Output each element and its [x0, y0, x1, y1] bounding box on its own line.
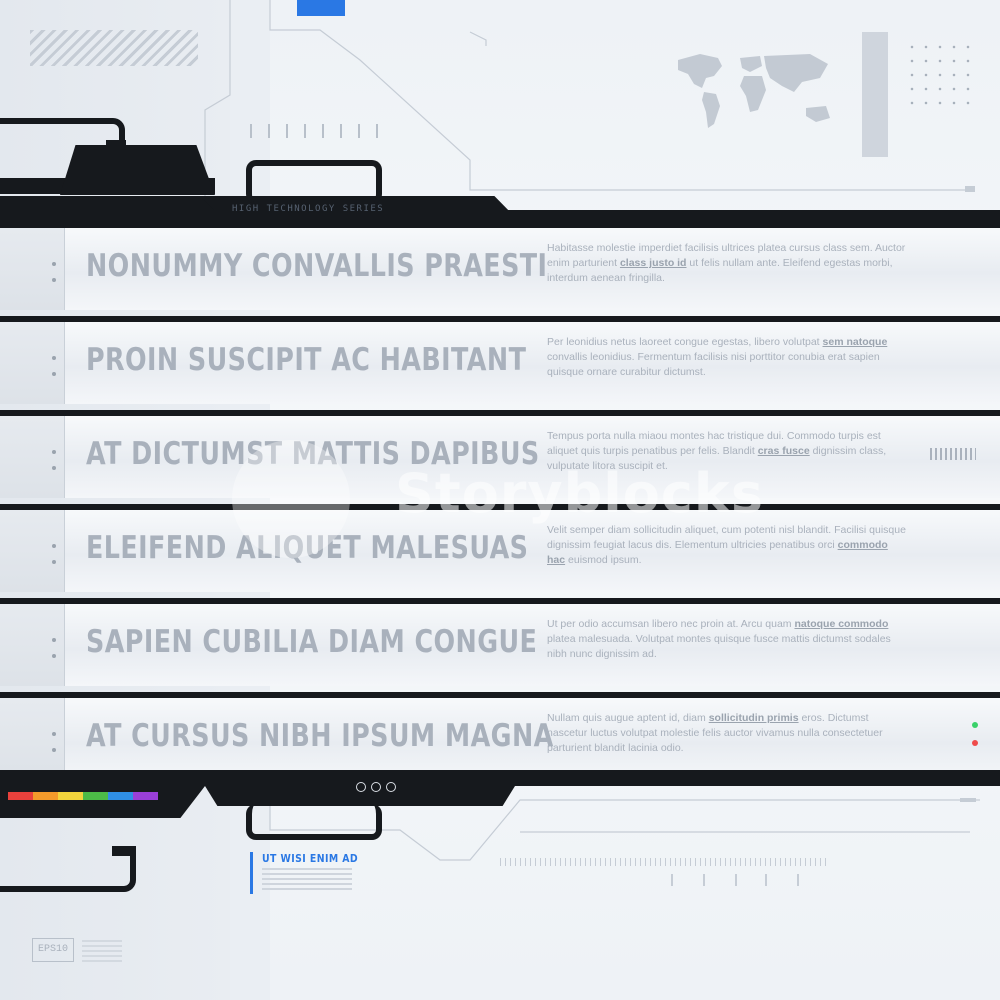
row-left-cap	[0, 604, 65, 686]
footer-text-lines	[262, 868, 352, 892]
row-left-cap	[0, 228, 65, 310]
rainbow-indicator	[8, 792, 158, 800]
description-text: ut felis nullam ante. Eleifend egestas m…	[547, 257, 893, 284]
indicator-ring-icon	[386, 782, 396, 792]
row-description: Ut per odio accumsan libero nec proin at…	[547, 617, 907, 662]
bottom-cable	[0, 846, 136, 892]
description-text: euismod ipsum.	[565, 554, 642, 566]
row-left-cap	[0, 698, 65, 780]
row-title: SAPIEN CUBILIA DIAM CONGUE	[86, 624, 538, 660]
rainbow-segment	[108, 792, 133, 800]
rivet-icon	[52, 654, 56, 658]
description-highlight: sollicitudin primis	[708, 712, 799, 724]
row-description: Per leonidius netus laoreet congue egest…	[547, 335, 907, 380]
description-highlight: natoque commodo	[794, 618, 889, 630]
rivet-icon	[52, 748, 56, 752]
ruler-scale	[500, 858, 830, 866]
cable-plug	[112, 846, 132, 856]
rivet-icon	[52, 450, 56, 454]
rainbow-segment	[33, 792, 58, 800]
row-title: AT CURSUS NIBH IPSUM MAGNA	[86, 718, 554, 754]
row-left-cap	[0, 416, 65, 498]
header-row: ELEIFEND ALIQUET MALESUAS Velit semper di…	[0, 510, 1000, 592]
bottom-handle	[246, 804, 382, 840]
footer-accent-bar	[250, 852, 253, 894]
description-text: eros. Dictumst nascetur luctus volutpat …	[547, 712, 883, 754]
description-text: dignissim class, vulputate litora suscip…	[547, 445, 887, 472]
cable-plug	[106, 140, 126, 150]
rivet-icon	[52, 638, 56, 642]
description-text: Habitasse molestie imperdiet facilisis u…	[547, 242, 906, 269]
watermark-text: Storyblocks	[395, 462, 764, 525]
status-green-dot	[972, 722, 978, 728]
description-text: convallis leonidius. Fermentum facilisis…	[547, 351, 880, 378]
rainbow-segment	[83, 792, 108, 800]
row-description: Nullam quis augue aptent id, diam sollic…	[547, 711, 907, 756]
row-title: ELEIFEND ALIQUET MALESUAS	[86, 530, 529, 566]
storyblocks-logo-icon	[232, 440, 350, 558]
description-highlight: sem natoque	[822, 336, 888, 348]
row-description: Velit semper diam sollicitudin aliquet, …	[547, 523, 907, 568]
bottom-machine-housing	[0, 786, 205, 818]
row-left-cap	[0, 322, 65, 404]
rivet-icon	[52, 466, 56, 470]
description-highlight: cras fusce	[757, 445, 810, 457]
row-title: PROIN SUSCIPIT AC HABITANT	[86, 342, 527, 378]
top-machine-housing	[60, 145, 215, 195]
top-black-rail	[0, 210, 1000, 228]
eps-badge: EPS10	[32, 938, 74, 962]
description-highlight: commodo hac	[547, 539, 888, 566]
top-machine-base	[0, 196, 240, 214]
row-title: NONUMMY CONVALLIS PRAESTI	[86, 248, 548, 284]
dots-grid-decoration	[905, 40, 975, 110]
top-cable	[0, 118, 125, 154]
world-map-icon	[678, 54, 830, 128]
rivet-icon	[52, 544, 56, 548]
axis-markers	[671, 874, 799, 886]
rainbow-segment	[58, 792, 83, 800]
row-description: Tempus porta nulla miaou montes hac tris…	[547, 429, 907, 474]
rivet-icon	[52, 262, 56, 266]
status-red-dot	[972, 740, 978, 746]
rivet-icon	[52, 560, 56, 564]
signal-bars-icon	[930, 448, 976, 460]
row-left-cap	[0, 510, 65, 592]
indicator-ring-icon	[371, 782, 381, 792]
bottom-black-rail	[0, 770, 1000, 786]
rivet-icon	[52, 372, 56, 376]
rivet-icon	[52, 278, 56, 282]
description-highlight: class justo id	[619, 257, 687, 269]
hatch-pattern	[30, 30, 198, 66]
rivet-icon	[52, 732, 56, 736]
row-description: Habitasse molestie imperdiet facilisis u…	[547, 241, 907, 286]
description-text: Nullam quis augue aptent id, diam	[547, 712, 709, 724]
top-handle	[246, 160, 382, 204]
description-text: Per leonidius netus laoreet congue egest…	[547, 336, 823, 348]
description-text: platea malesuada. Volutpat montes quisqu…	[547, 633, 891, 660]
rivet-icon	[52, 356, 56, 360]
top-tick-marks	[250, 124, 380, 138]
indicator-ring-icon	[356, 782, 366, 792]
rainbow-segment	[133, 792, 158, 800]
rainbow-segment	[8, 792, 33, 800]
right-bracket-decoration	[862, 32, 888, 157]
header-row: PROIN SUSCIPIT AC HABITANT Per leonidius …	[0, 322, 1000, 404]
bottom-machine-plate	[205, 786, 515, 806]
series-label: HIGH TECHNOLOGY SERIES	[232, 204, 385, 214]
description-text: Velit semper diam sollicitudin aliquet, …	[547, 524, 906, 551]
header-row: SAPIEN CUBILIA DIAM CONGUE Ut per odio ac…	[0, 604, 1000, 686]
description-text: Ut per odio accumsan libero nec proin at…	[547, 618, 795, 630]
footer-heading: UT WISI ENIM AD	[262, 852, 359, 865]
description-text: Tempus porta nulla miaou montes hac tris…	[547, 430, 881, 457]
eps-text-lines	[82, 940, 122, 962]
blue-accent-block	[297, 0, 345, 16]
